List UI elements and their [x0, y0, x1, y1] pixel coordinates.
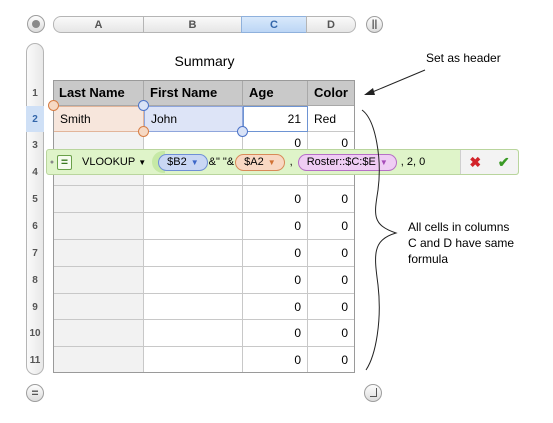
annotation-brace	[361, 109, 398, 371]
cell-c7[interactable]: 0	[243, 240, 308, 267]
formula-grip-icon[interactable]: ●	[49, 158, 55, 166]
cell-b7[interactable]	[144, 240, 243, 267]
function-menu-arrow-icon[interactable]: ▼	[138, 157, 147, 167]
x-icon[interactable]: ✖	[469, 153, 482, 170]
row-header-8[interactable]: 8	[32, 275, 38, 286]
header-cell-last-name[interactable]: Last Name	[53, 80, 144, 106]
range-handle-a2-top[interactable]	[48, 100, 59, 111]
equals-icon[interactable]: =	[57, 154, 72, 170]
column-header-c[interactable]: C	[241, 16, 307, 33]
row-header-10[interactable]: 10	[29, 328, 41, 339]
range-handle-b2-bottom[interactable]	[237, 126, 248, 137]
column-header-d[interactable]: D	[306, 16, 356, 33]
row-header-2[interactable]: 2	[26, 106, 44, 132]
row-header-5[interactable]: 5	[32, 194, 38, 205]
cell-a9[interactable]	[53, 294, 144, 320]
row-header-11[interactable]: 11	[29, 354, 41, 366]
token-menu-arrow-icon[interactable]: ▼	[267, 157, 276, 167]
cell-b9[interactable]	[144, 294, 243, 320]
reference-token-range-label: Roster::$C:$E	[306, 156, 376, 168]
cell-a2[interactable]: Smith	[53, 106, 144, 132]
reference-token-b2-label: $B2	[167, 156, 187, 168]
reference-token-roster-range[interactable]: Roster::$C:$E ▼	[297, 153, 397, 171]
annotation-header: Set as header	[426, 51, 501, 65]
check-icon[interactable]: ✔	[497, 153, 510, 170]
equals-icon: =	[31, 386, 39, 400]
cell-a11[interactable]	[53, 347, 144, 373]
freeze-rows-button[interactable]: =	[26, 384, 44, 402]
header-cell-age[interactable]: Age	[243, 80, 308, 106]
cell-b10[interactable]	[144, 320, 243, 347]
annotation-cols-1: All cells in columns	[408, 220, 510, 234]
formula-args-tail: , 2, 0	[400, 156, 426, 168]
row-header-1[interactable]: 1	[32, 87, 38, 99]
token-menu-arrow-icon[interactable]: ▼	[379, 157, 388, 167]
pause-icon: ||	[371, 19, 378, 30]
range-handle-a2-bottom[interactable]	[138, 126, 149, 137]
annotation-arrowhead	[364, 88, 375, 95]
cell-c9[interactable]: 0	[243, 294, 308, 320]
cell-a7[interactable]	[53, 240, 144, 267]
cell-c8[interactable]: 0	[243, 267, 308, 294]
cell-a5[interactable]	[53, 186, 144, 213]
row-header-7[interactable]: 7	[32, 248, 38, 259]
header-cell-first-name[interactable]: First Name	[144, 80, 243, 106]
token-menu-arrow-icon[interactable]: ▼	[190, 157, 199, 167]
cell-c5[interactable]: 0	[243, 186, 308, 213]
cell-a8[interactable]	[53, 267, 144, 294]
formula-literal-concat: &" "&	[208, 156, 235, 168]
table-title: Summary	[174, 53, 235, 69]
resize-table-button[interactable]	[364, 384, 382, 402]
formula-function-name[interactable]: VLOOKUP	[82, 156, 136, 168]
reference-token-a2-label: $A2	[244, 156, 264, 168]
annotation-cols-3: formula	[408, 252, 449, 266]
row-header-9[interactable]: 9	[32, 301, 38, 313]
column-header-bar: A B C D	[53, 16, 356, 33]
cell-c2[interactable]: 21	[243, 106, 308, 132]
resize-icon	[370, 388, 377, 397]
range-handle-b2-top[interactable]	[138, 100, 149, 111]
cell-b2[interactable]: John	[144, 106, 243, 132]
row-header-3[interactable]: 3	[32, 140, 38, 151]
freeze-columns-button[interactable]: ||	[366, 16, 383, 33]
row-header-6[interactable]: 6	[32, 221, 38, 232]
cell-c6[interactable]: 0	[243, 213, 308, 240]
select-all-button[interactable]	[27, 15, 45, 33]
cell-b8[interactable]	[144, 267, 243, 294]
corner-dot-icon	[32, 20, 40, 28]
formula-actions: ✖ ✔	[460, 150, 518, 174]
row-header-4[interactable]: 4	[32, 167, 38, 178]
cell-c10[interactable]: 0	[243, 320, 308, 347]
cell-b5[interactable]	[144, 186, 243, 213]
cell-b6[interactable]	[144, 213, 243, 240]
cell-a6[interactable]	[53, 213, 144, 240]
reference-token-a2[interactable]: $A2 ▼	[235, 153, 285, 171]
formula-comma: ,	[289, 156, 293, 168]
annotation-cols-2: C and D have same	[408, 236, 515, 250]
formula-editor[interactable]: ● = VLOOKUP ▼ $B2 ▼ &" "& $A2 ▼ , Roster…	[46, 149, 519, 175]
reference-token-b2[interactable]: $B2 ▼	[158, 153, 208, 171]
header-cell-color[interactable]: Color	[308, 80, 355, 106]
cell-a10[interactable]	[53, 320, 144, 347]
annotation-arrow	[369, 69, 426, 94]
